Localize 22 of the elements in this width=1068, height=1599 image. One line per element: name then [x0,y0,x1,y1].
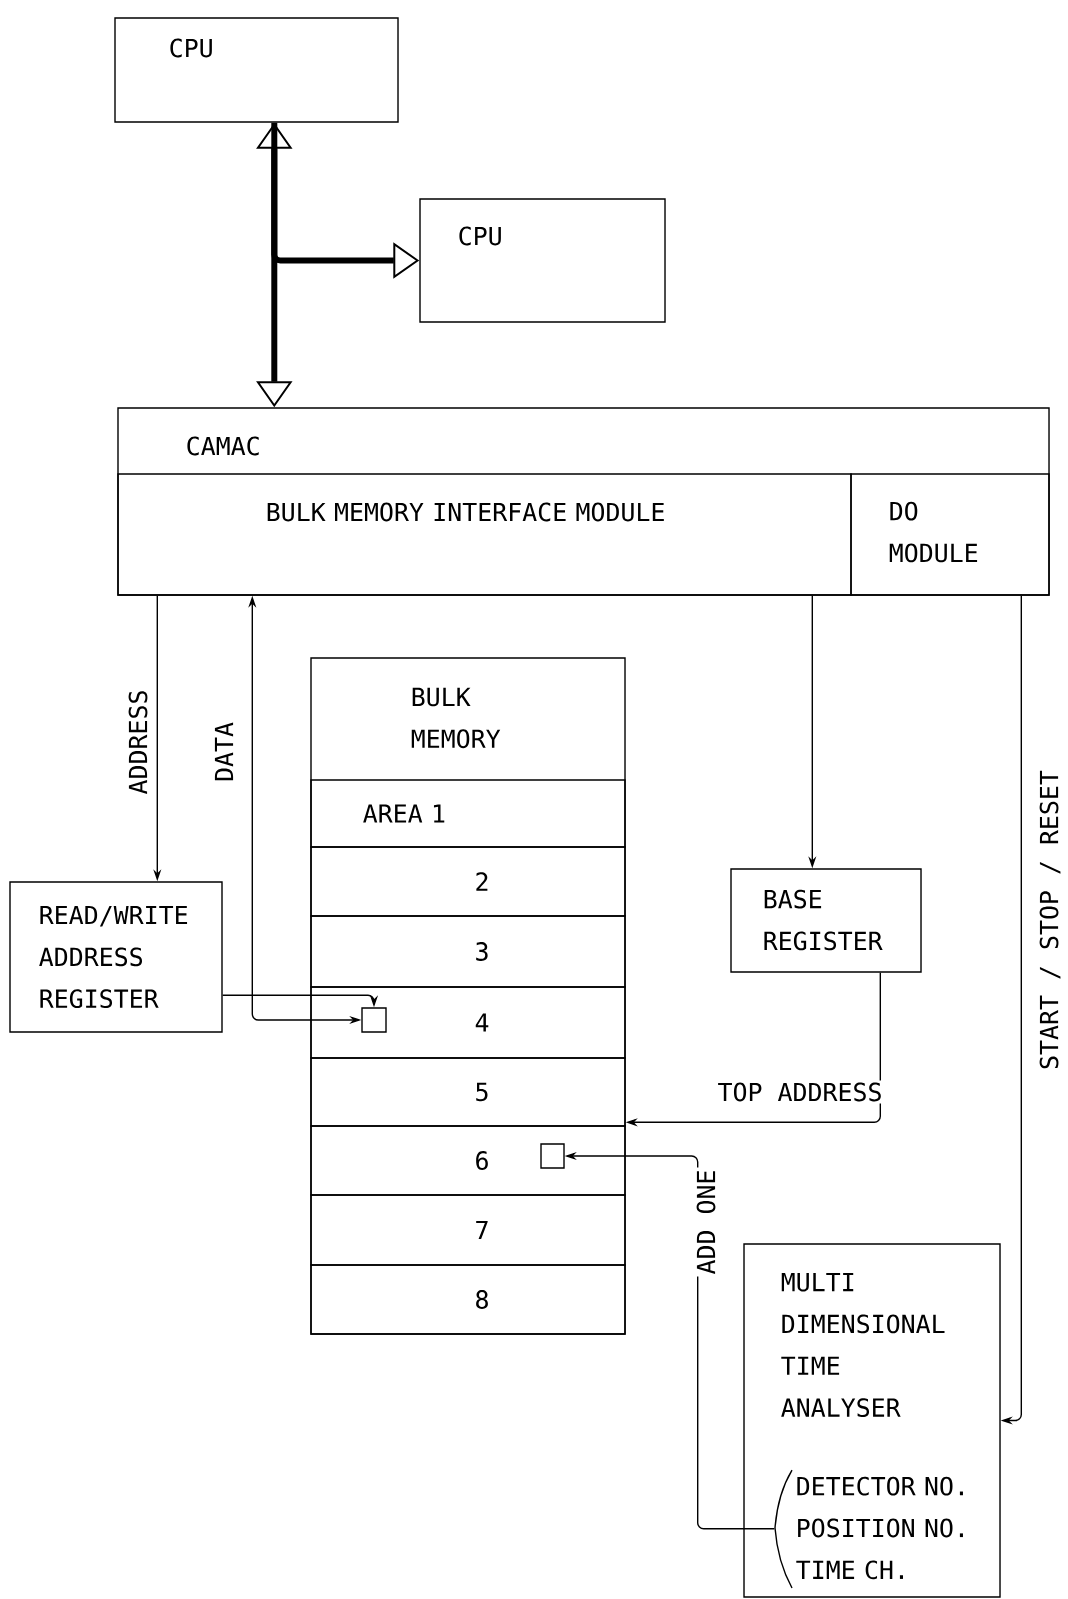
cpu-box: CPU [419,198,666,323]
register-box: READ/WRITE ADDRESS REGISTER [9,881,223,1033]
memory-area-row: AREA 1 [310,779,626,848]
memory-area-row: 4 [310,986,626,1059]
edge-label: TOP ADDRESS [715,1080,885,1104]
small-square [361,1007,387,1033]
small-square [540,1143,565,1169]
edge-label: ADDRESS [126,687,150,797]
memory-area-row: 2 [310,846,626,917]
cpu-box: CPU [114,17,399,123]
module-box: BULK MEMORY INTERFACE MODULE [117,473,852,596]
memory-area-row: 3 [310,915,626,988]
module-box: DO MODULE [850,473,1050,596]
edge-label: ADD ONE [694,1167,718,1277]
register-box: BASE REGISTER [730,868,922,973]
memory-area-row: 5 [310,1057,626,1127]
memory-area-row: 6 [310,1125,626,1196]
edge-label: DATA [212,720,236,784]
analyser-box: MULTI DIMENSIONAL TIME ANALYSER DETECTOR NO. POSITION NO. TIME CH. [743,1243,1001,1598]
edge-label: START / STOP / RESET [1037,768,1063,1072]
memory-area-row: 8 [310,1264,626,1335]
memory-area-row: 7 [310,1194,626,1266]
